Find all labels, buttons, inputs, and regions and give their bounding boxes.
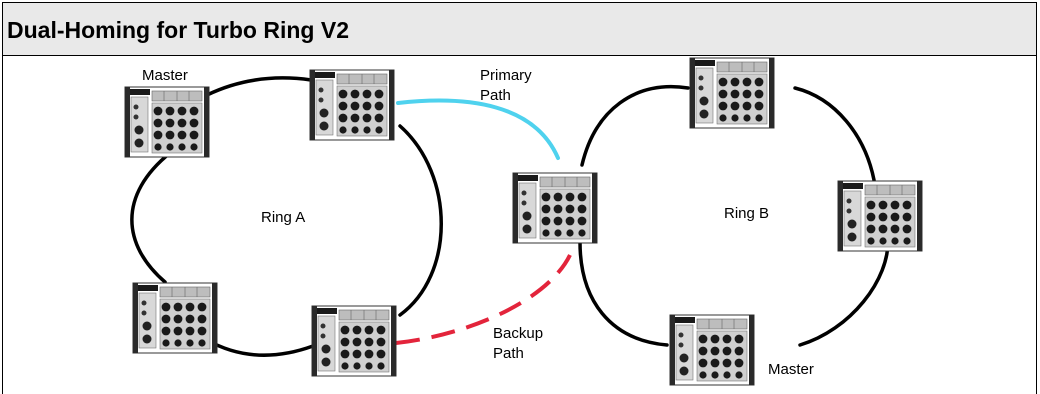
frame-right-border [1036,55,1037,394]
ring-b-link-bottom-left [578,240,669,347]
ring-a-link-left [130,151,172,284]
figure-title: Dual-Homing for Turbo Ring V2 [7,17,349,43]
ring-a-link-top [205,76,313,97]
ring-a-links [130,76,443,357]
switch-icon [512,172,598,244]
backup-path-label: Backup Path [493,325,544,362]
master-a-label: Master [142,67,188,84]
ring-b-links [578,85,890,347]
switch-icon [124,86,210,158]
frame-left-border [2,55,3,394]
ring-b-link-top-right [793,86,876,182]
ring-a-label: Ring A [261,209,306,226]
ring-a-link-bottom [205,338,315,357]
switch-icon [689,57,775,129]
switch-icon [309,69,395,141]
switch-icon [669,314,755,386]
primary-path-link [396,98,560,160]
ring-a-link-right [398,124,443,317]
master-b-label: Master [768,361,814,378]
switch-icon [132,282,218,354]
figure-header: Dual-Homing for Turbo Ring V2 [2,2,1037,56]
ring-b-link-bottom-right [798,236,890,347]
switch-icon [837,180,923,252]
ring-b-label: Ring B [724,205,770,222]
ring-b-link-top-left [580,85,690,167]
switch-icon [311,305,397,377]
primary-path-label: Primary Path [480,67,532,104]
backup-path-link [395,254,572,345]
